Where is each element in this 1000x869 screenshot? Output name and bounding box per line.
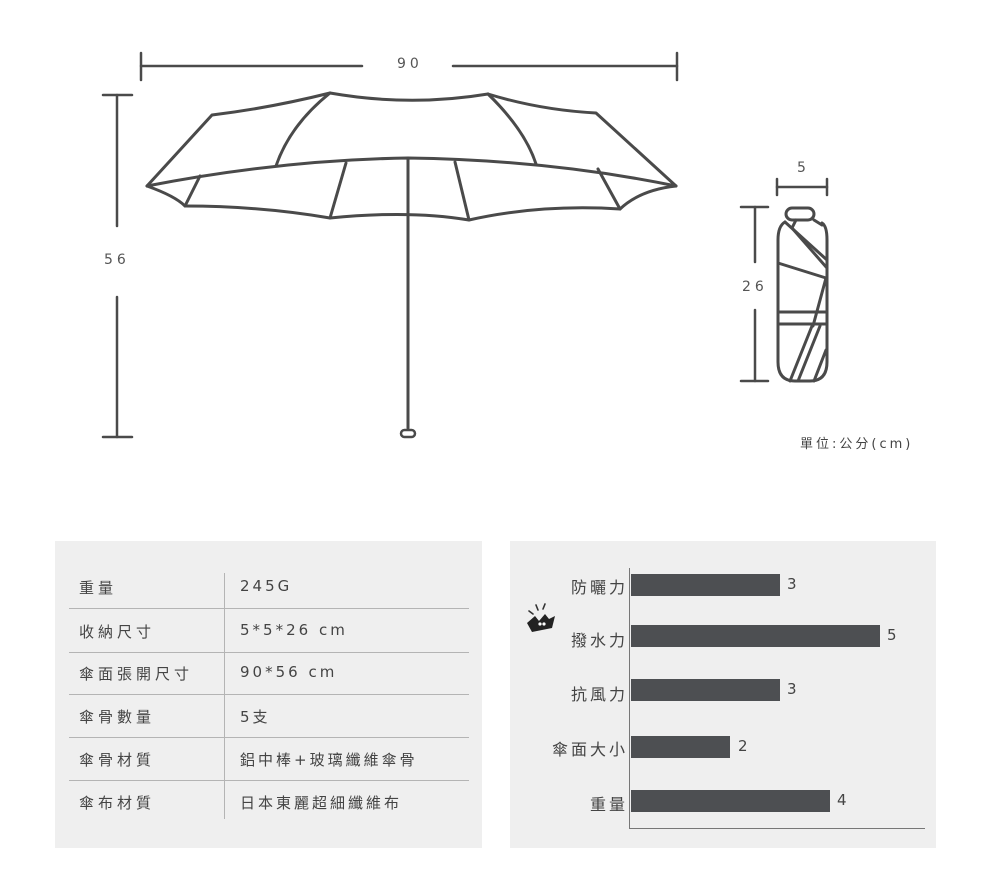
- unit-label: 單位:公分(cm): [800, 437, 914, 452]
- folded-length-label: 26: [742, 279, 768, 295]
- chart-y-axis: [629, 568, 630, 828]
- spec-table: 重量 245G 收納尺寸 5*5*26 cm 傘面張開尺寸 90*56 cm 傘…: [55, 541, 482, 848]
- crown-icon: [526, 602, 558, 638]
- bar-value: 4: [837, 791, 847, 809]
- spec-row-weight: 重量 245G: [69, 565, 469, 609]
- bar-label: 抗風力: [570, 685, 628, 704]
- spec-row-rib-material: 傘骨材質 鋁中棒+玻璃纖維傘骨: [69, 737, 469, 781]
- spec-row-fabric-material: 傘布材質 日本東麗超細纖維布: [69, 780, 469, 823]
- spec-value: 90*56 cm: [240, 663, 338, 681]
- spec-key: 傘骨材質: [79, 751, 156, 769]
- open-width-label: 90: [397, 56, 423, 72]
- bar-value: 2: [738, 737, 748, 755]
- bar-weight: [631, 790, 830, 812]
- spec-value: 5*5*26 cm: [240, 621, 348, 639]
- spec-value: 5支: [240, 708, 271, 726]
- spec-value: 鋁中棒+玻璃纖維傘骨: [240, 751, 418, 769]
- bar-value: 3: [787, 680, 797, 698]
- spec-key: 重量: [79, 579, 118, 597]
- spec-value: 245G: [240, 577, 293, 595]
- spec-key: 傘骨數量: [79, 708, 156, 726]
- spec-row-open-size: 傘面張開尺寸 90*56 cm: [69, 651, 469, 695]
- bar-sun-protection: [631, 574, 780, 596]
- bar-value: 3: [787, 575, 797, 593]
- folded-umbrella-diagram: [739, 177, 829, 383]
- bar-label: 撥水力: [570, 631, 628, 650]
- bar-water-repellency: [631, 625, 880, 647]
- open-height-label: 56: [104, 252, 130, 268]
- bar-value: 5: [887, 626, 897, 644]
- open-umbrella-diagram: [101, 51, 679, 439]
- spec-row-rib-count: 傘骨數量 5支: [69, 694, 469, 738]
- spec-column-divider: [224, 573, 225, 819]
- spec-key: 傘布材質: [79, 794, 156, 812]
- bar-label: 傘面大小: [551, 740, 628, 759]
- spec-key: 傘面張開尺寸: [79, 665, 194, 683]
- bar-label: 重量: [589, 795, 628, 814]
- rating-bar-chart: 防曬力 3 撥水力 5 抗風力 3 傘面大小 2 重量 4: [510, 541, 936, 848]
- bar-label: 防曬力: [570, 578, 628, 597]
- spec-key: 收納尺寸: [79, 623, 156, 641]
- spec-row-folded-size: 收納尺寸 5*5*26 cm: [69, 609, 469, 653]
- bar-wind-resistance: [631, 679, 780, 701]
- folded-width-label: 5: [797, 160, 810, 176]
- spec-value: 日本東麗超細纖維布: [240, 794, 403, 812]
- chart-x-axis: [629, 828, 925, 829]
- bar-canopy-size: [631, 736, 730, 758]
